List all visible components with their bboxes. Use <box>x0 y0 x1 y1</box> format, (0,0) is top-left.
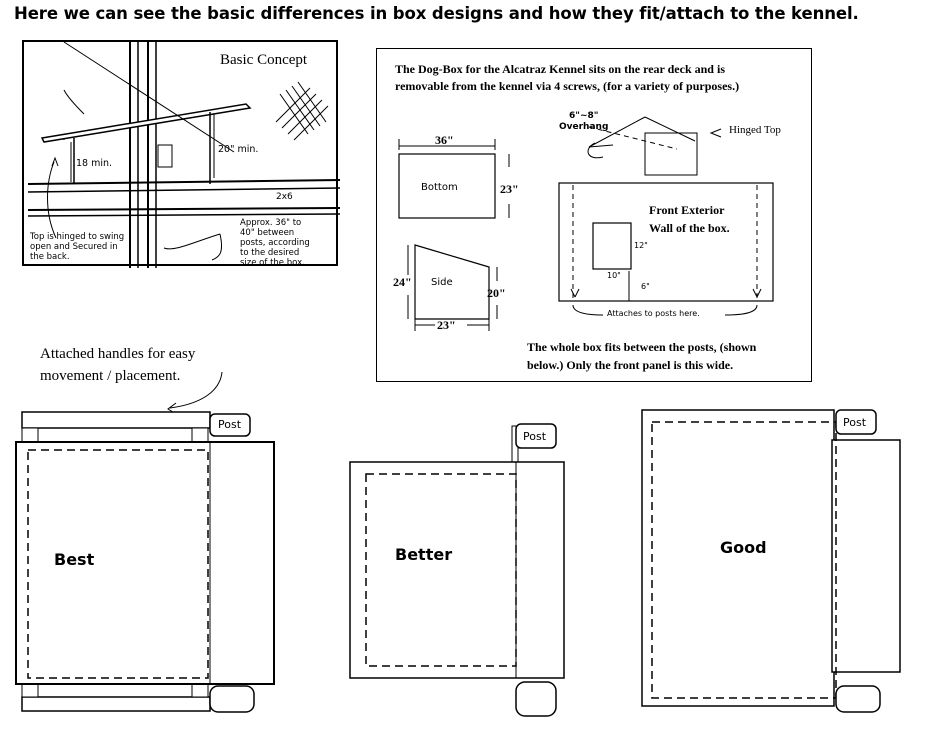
bottom-depth-dim: 23" <box>500 182 519 196</box>
good-design <box>641 409 901 713</box>
post-label-best: Post <box>218 418 242 431</box>
plan-intro: The Dog-Box for the Alcatraz Kennel sits… <box>395 62 740 93</box>
side-panel-label: Side <box>431 277 453 288</box>
better-design <box>349 425 565 717</box>
side-depth-dim: 23" <box>437 318 456 332</box>
concept-heading: Basic Concept <box>220 52 308 68</box>
best-label: Best <box>54 550 95 569</box>
dimensions-panel: The Dog-Box for the Alcatraz Kennel sits… <box>376 48 812 382</box>
door-height-dim: 12" <box>634 241 648 250</box>
hinged-top-label: Hinged Top <box>729 124 781 136</box>
bottom-panel-label: Bottom <box>421 182 458 193</box>
plan-drawing <box>398 116 774 331</box>
better-label: Better <box>395 545 453 564</box>
side-height-left-dim: 24" <box>393 275 412 289</box>
side-height-right-dim: 20" <box>487 286 506 300</box>
best-design <box>15 411 275 713</box>
page-title: Here we can see the basic differences in… <box>14 4 859 23</box>
post-label-better: Post <box>523 430 547 443</box>
dim-18-min: 18 min. <box>76 158 113 169</box>
bottom-width-dim: 36" <box>435 133 454 147</box>
lumber-size-label: 2x6 <box>276 192 293 202</box>
overhang-label: 6"~8"Overhang <box>559 111 609 132</box>
good-label: Good <box>720 538 767 557</box>
door-width-dim: 10" <box>607 271 621 280</box>
door-offset-dim: 6" <box>641 282 650 291</box>
post-label-good: Post <box>843 416 867 429</box>
attach-note: Attaches to posts here. <box>607 309 700 318</box>
concept-drawing <box>27 41 341 268</box>
dim-20-min: 20" min. <box>218 144 259 155</box>
basic-concept-panel: Basic Concept 18 min. 20" min. 2x6 Top i… <box>22 40 341 268</box>
fit-note: The whole box fits between the posts, (s… <box>527 340 757 372</box>
